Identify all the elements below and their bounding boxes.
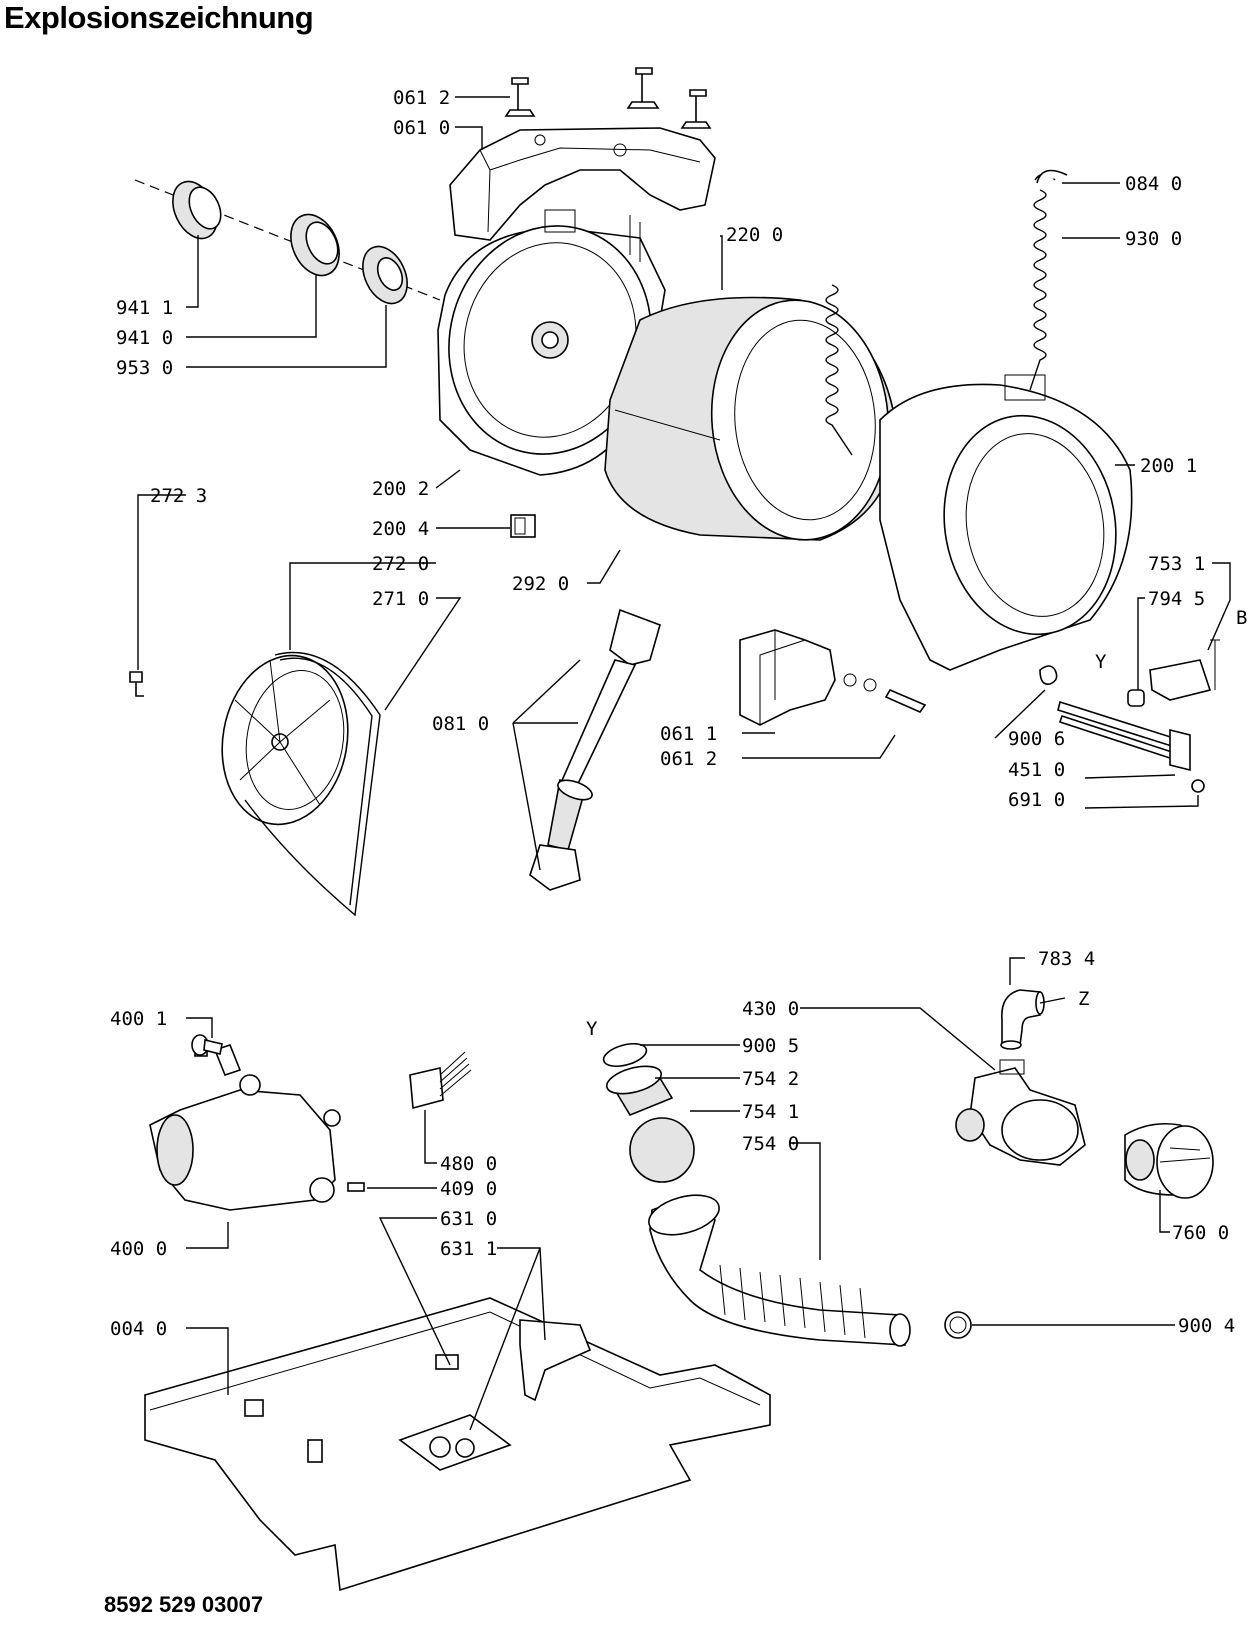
callout-400-1: 400 1 [110, 1008, 167, 1030]
callout-220-0: 220 0 [726, 224, 783, 246]
callout-941-1: 941 1 [116, 297, 173, 319]
callout-292-0: 292 0 [512, 573, 569, 595]
callout-271-0: 271 0 [372, 588, 429, 610]
drum [604, 296, 897, 541]
top-counterweight [449, 127, 716, 241]
callout-061-2-lower: 061 2 [660, 748, 717, 770]
callout-900-4: 900 4 [1178, 1315, 1235, 1337]
callout-b: B [1236, 607, 1247, 629]
callout-783-4: 783 4 [1038, 948, 1095, 970]
callout-084-0: 084 0 [1125, 173, 1182, 195]
page-title: Explosionszeichnung [4, 0, 314, 35]
sump-hose [602, 1042, 972, 1347]
callout-900-5: 900 5 [742, 1035, 799, 1057]
callout-061-2-top: 061 2 [393, 87, 450, 109]
sensor [1127, 639, 1220, 707]
elbow [1000, 989, 1045, 1050]
base-plate [144, 1297, 771, 1592]
callout-631-0: 631 0 [440, 1208, 497, 1230]
small-parts-upper [129, 514, 536, 697]
callout-labels: 061 2 061 0 084 0 220 0 930 0 941 1 941 … [110, 87, 1247, 1340]
callout-200-4: 200 4 [372, 518, 429, 540]
document-number: 8592 529 03007 [104, 1592, 264, 1617]
clamp-084 [1036, 169, 1068, 184]
callout-004-0: 004 0 [110, 1318, 167, 1340]
callout-480-0: 480 0 [440, 1153, 497, 1175]
leader-lines [137, 96, 1231, 1431]
callout-631-1: 631 1 [440, 1238, 497, 1260]
damper [529, 608, 661, 891]
top-screws [504, 67, 712, 129]
callout-760-0: 760 0 [1172, 1222, 1229, 1244]
callout-272-3: 272 3 [150, 485, 207, 507]
callout-953-0: 953 0 [116, 357, 173, 379]
bearings [134, 179, 441, 305]
callout-451-0: 451 0 [1008, 759, 1065, 781]
rear-tub [437, 209, 666, 476]
callout-y-lower: Y [586, 1018, 598, 1040]
callout-754-1: 754 1 [742, 1101, 799, 1123]
callout-409-0: 409 0 [440, 1178, 497, 1200]
pump-filter [1124, 1122, 1214, 1199]
pulley-and-belt [221, 651, 381, 917]
callout-754-2: 754 2 [742, 1068, 799, 1090]
callout-061-0: 061 0 [393, 117, 450, 139]
callout-z: Z [1078, 988, 1089, 1010]
callout-900-6: 900 6 [1008, 728, 1065, 750]
callout-400-0: 400 0 [110, 1238, 167, 1260]
callout-061-1: 061 1 [660, 723, 717, 745]
callout-691-0: 691 0 [1008, 789, 1065, 811]
front-tub [879, 374, 1133, 671]
plug-400-1 [191, 1034, 223, 1056]
callout-200-2: 200 2 [372, 478, 429, 500]
callout-081-0: 081 0 [432, 713, 489, 735]
callout-930-0: 930 0 [1125, 228, 1182, 250]
callout-754-0: 754 0 [742, 1133, 799, 1155]
front-counterweight [739, 629, 927, 726]
drain-pump [955, 1059, 1086, 1166]
callout-753-1: 753 1 [1148, 553, 1205, 575]
motor [149, 1044, 365, 1211]
callout-272-0: 272 0 [372, 553, 429, 575]
callout-y-upper: Y [1095, 651, 1107, 673]
callout-941-0: 941 0 [116, 327, 173, 349]
callout-794-5: 794 5 [1148, 588, 1205, 610]
connector [409, 1051, 472, 1110]
callout-200-1: 200 1 [1140, 455, 1197, 477]
callout-430-0: 430 0 [742, 998, 799, 1020]
heater [1039, 665, 1205, 793]
